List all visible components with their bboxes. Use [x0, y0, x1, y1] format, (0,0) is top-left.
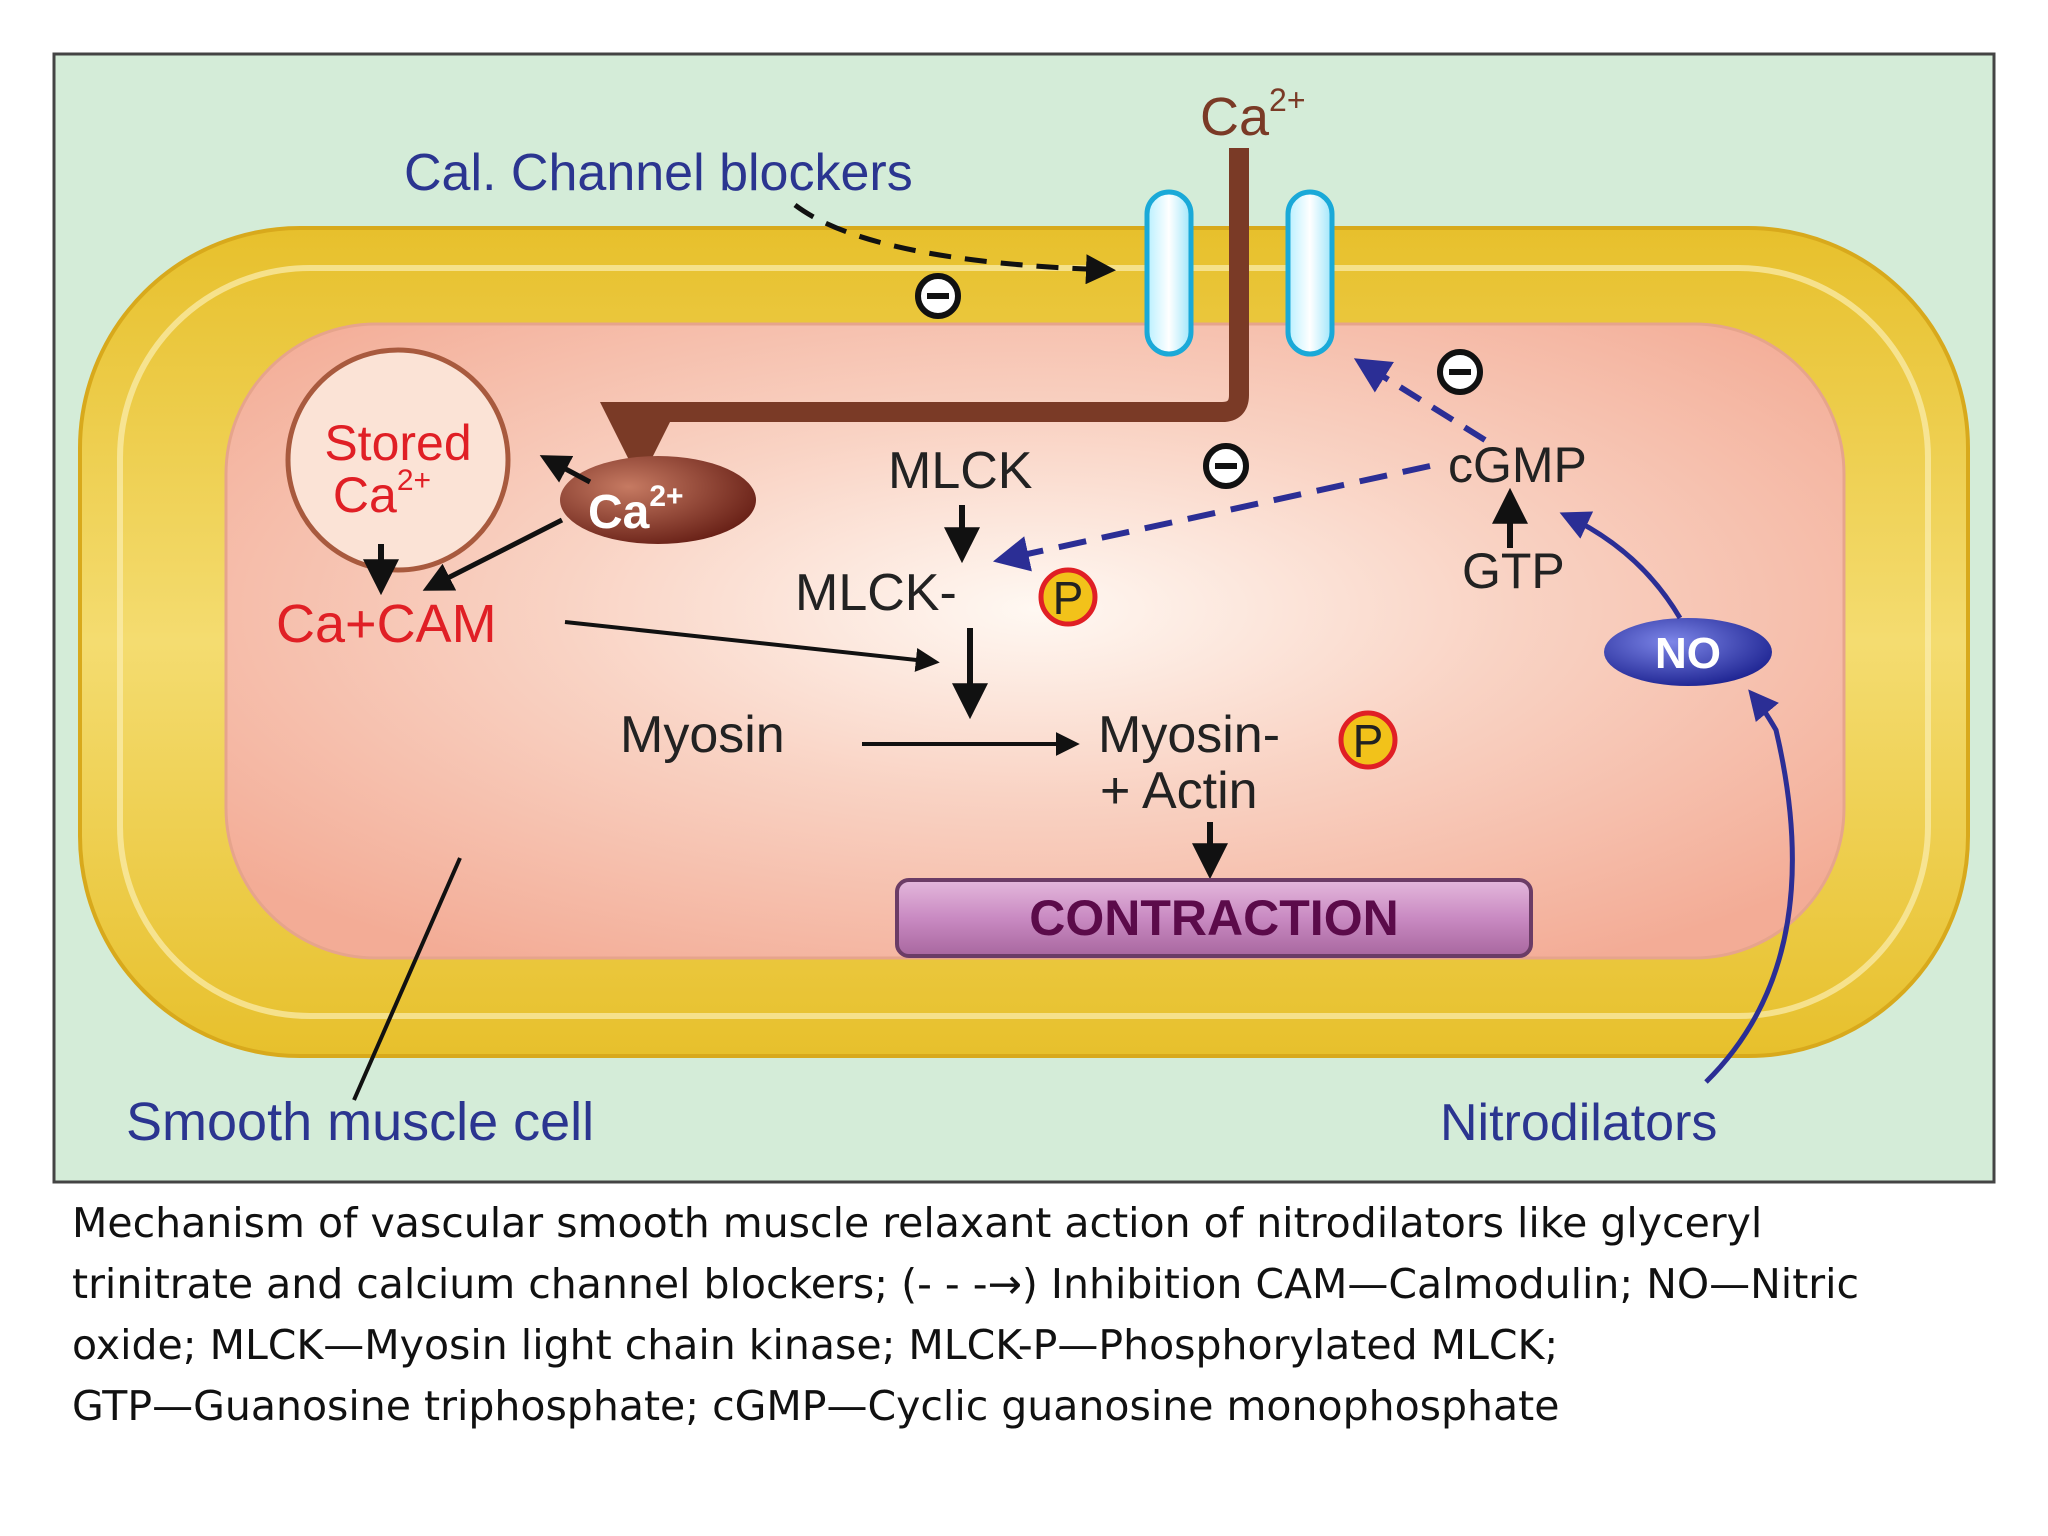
- arrow-no-to-gtp-conversion: [1559, 511, 1683, 620]
- calcium-channel-left: [1144, 189, 1194, 357]
- arrow-nitrodilators-to-no: [1704, 689, 1795, 1084]
- phosphate-badge-mlck: P: [1038, 567, 1098, 627]
- cgmp-inhibits-calcium-channel-arrow: [1353, 358, 1487, 443]
- phosphate-badge-myosin: P: [1338, 710, 1398, 770]
- nitrodilators-label: Nitrodilators: [1440, 1094, 1717, 1152]
- phosphorylated-myosin-label: Myosin-: [1098, 706, 1280, 764]
- caption-line-2: trinitrate and calcium channel blockers;…: [72, 1260, 1860, 1308]
- inhibition-symbol-mlck: [1203, 443, 1249, 489]
- channel-blocker-inhibition-arrow: [793, 203, 1116, 285]
- myosin-label: Myosin: [620, 706, 785, 764]
- caption-line-1: Mechanism of vascular smooth muscle rela…: [72, 1199, 1763, 1247]
- extracellular-calcium-label: Ca2+: [1200, 82, 1306, 147]
- arrow-ca-to-cacam: [422, 517, 564, 591]
- stored-calcium-label-line2: Ca2+: [333, 464, 431, 523]
- contraction-label: CONTRACTION: [1029, 890, 1398, 946]
- smooth-muscle-cell-label: Smooth muscle cell: [126, 1092, 594, 1152]
- mlck-label: MLCK: [888, 442, 1033, 500]
- figure-caption: Mechanism of vascular smooth muscle rela…: [72, 1193, 2032, 1437]
- nitric-oxide-ellipse: [1604, 618, 1772, 686]
- inhibition-symbol-channel-blocker: [915, 273, 961, 319]
- phosphorylated-mlck-label: MLCK-: [795, 564, 957, 622]
- nitric-oxide-label: NO: [1655, 629, 1721, 678]
- gtp-label: GTP: [1462, 543, 1565, 599]
- arrow-cacam-to-mlck-path: [564, 620, 940, 672]
- calcium-channel-blockers-label: Cal. Channel blockers: [404, 144, 913, 202]
- cgmp-inhibits-mlck-arrow: [992, 463, 1431, 572]
- cell-membrane-inner-line: [117, 265, 1931, 1019]
- arrow-ca-to-stored: [539, 455, 592, 485]
- caption-line-3: oxide; MLCK—Myosin light chain kinase; M…: [72, 1321, 1559, 1369]
- actin-label: + Actin: [1100, 762, 1258, 820]
- calcium-channel-right: [1285, 189, 1335, 357]
- stored-calcium-label-line1: Stored: [324, 415, 471, 471]
- calcium-calmodulin-label: Ca+CAM: [276, 594, 497, 654]
- cgmp-label: cGMP: [1448, 437, 1587, 493]
- contraction-box: [895, 878, 1533, 958]
- inhibition-symbol-channel-cgmp: [1437, 349, 1483, 395]
- svg-text:P: P: [1053, 572, 1084, 624]
- intracellular-calcium-ellipse: [560, 456, 756, 544]
- mechanism-diagram: Ca2+ Cal. Channel blockers Stored Ca2+ C…: [52, 52, 1996, 1184]
- calcium-influx-path: [600, 148, 1249, 482]
- svg-text:P: P: [1353, 715, 1384, 767]
- caption-line-4: GTP—Guanosine triphosphate; cGMP—Cyclic …: [72, 1382, 1560, 1430]
- intracellular-calcium-label: Ca2+: [588, 480, 684, 539]
- smooth-muscle-cell-pointer: [352, 857, 462, 1101]
